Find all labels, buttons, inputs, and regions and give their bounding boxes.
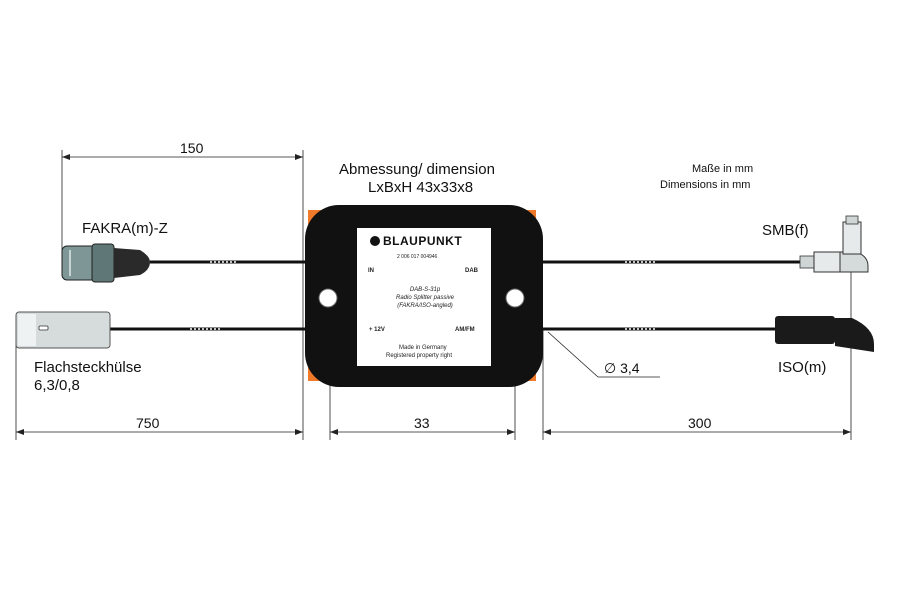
dimension-title-line2: LxBxH 43x33x8 (368, 179, 474, 196)
dimension-arrows (16, 154, 851, 435)
smb-label: SMB(f) (762, 222, 809, 239)
port-in: IN (368, 268, 374, 274)
description-2: (FAKRA/ISO-angled) (397, 303, 453, 309)
dim-bottom-left-cable: 750 (136, 415, 160, 431)
model-name: DAB-S-31p (409, 287, 441, 293)
made-in: Made in Germany (399, 345, 447, 351)
dimension-title-line1: Abmessung/ dimension (339, 161, 495, 178)
port-dab: DAB (465, 268, 478, 274)
units-en: Dimensions in mm (660, 179, 751, 191)
dim-cable-diameter: ∅ 3,4 (604, 360, 640, 376)
smb-connector (799, 215, 869, 273)
registered-right: Registered property right (386, 353, 453, 359)
cables (110, 260, 800, 331)
fakra-connector (61, 243, 150, 283)
units-de: Maße in mm (692, 163, 754, 175)
description-1: Radio Splitter passive (395, 295, 455, 301)
flat-plug-connector (15, 311, 111, 349)
dim-top-cable: 150 (180, 140, 204, 156)
port-12v: + 12V (369, 327, 385, 333)
fakra-label: FAKRA(m)-Z (82, 220, 168, 237)
part-number: 2 006 017 004946 (397, 254, 438, 260)
dimension-lines (15, 150, 852, 440)
dim-box-width: 33 (414, 415, 430, 431)
flat-plug-label-line2: 6,3/0,8 (34, 377, 80, 394)
port-amfm: AM/FM (455, 327, 475, 333)
splitter-housing (305, 205, 543, 387)
flat-plug-label-line1: Flachsteckhülse (34, 359, 142, 376)
dim-right-cable: 300 (688, 415, 712, 431)
iso-label: ISO(m) (778, 359, 827, 376)
brand-logo: BLAUPUNKT (383, 234, 463, 248)
iso-connector (775, 316, 874, 352)
